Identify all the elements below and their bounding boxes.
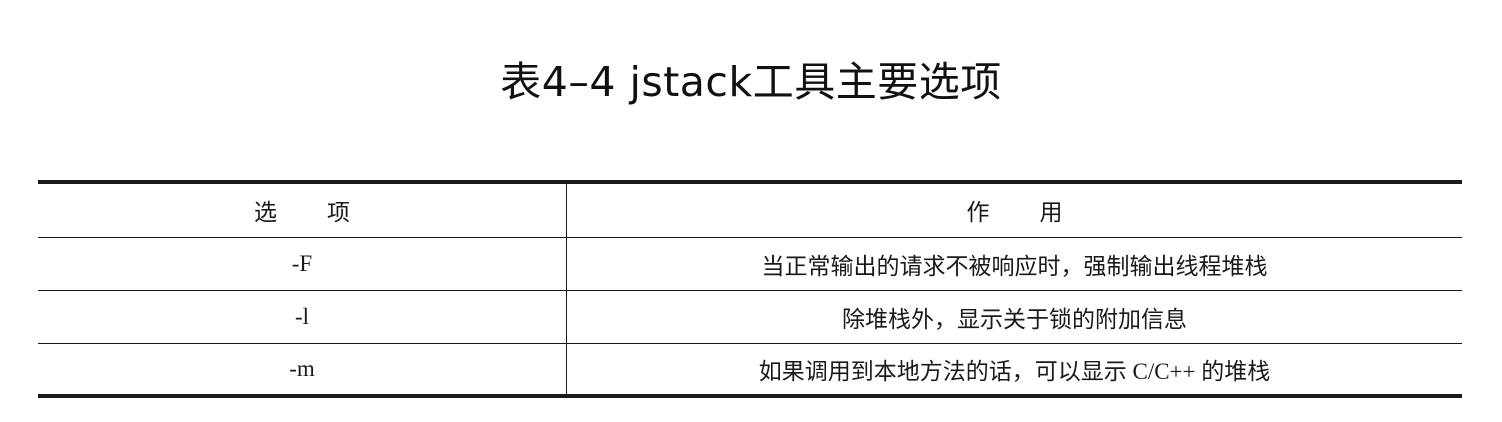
table-caption: 表4–4 jstack工具主要选项: [500, 58, 1002, 106]
table-header: 选项 作用: [38, 180, 1462, 238]
option-cell: -l: [38, 290, 567, 344]
table-body: -F 当正常输出的请求不被响应时，强制输出线程堆栈 -l 除堆栈外，显示关于锁的…: [38, 237, 1462, 398]
effect-cell: 当正常输出的请求不被响应时，强制输出线程堆栈: [566, 237, 1462, 291]
option-cell: -F: [38, 237, 567, 291]
option-cell: -m: [38, 343, 567, 398]
jstack-options-table: 选项 作用 -F 当正常输出的请求不被响应时，强制输出线程堆栈 -l 除堆栈外，…: [38, 180, 1462, 398]
effect-cell: 如果调用到本地方法的话，可以显示 C/C++ 的堆栈: [566, 343, 1462, 398]
table-header-row: 选项 作用: [38, 180, 1462, 238]
column-header-effect: 作用: [566, 180, 1462, 238]
table-row: -F 当正常输出的请求不被响应时，强制输出线程堆栈: [38, 237, 1462, 291]
effect-cell: 除堆栈外，显示关于锁的附加信息: [566, 290, 1462, 344]
table-row: -m 如果调用到本地方法的话，可以显示 C/C++ 的堆栈: [38, 343, 1462, 398]
column-header-option: 选项: [38, 180, 567, 238]
table-row: -l 除堆栈外，显示关于锁的附加信息: [38, 290, 1462, 344]
